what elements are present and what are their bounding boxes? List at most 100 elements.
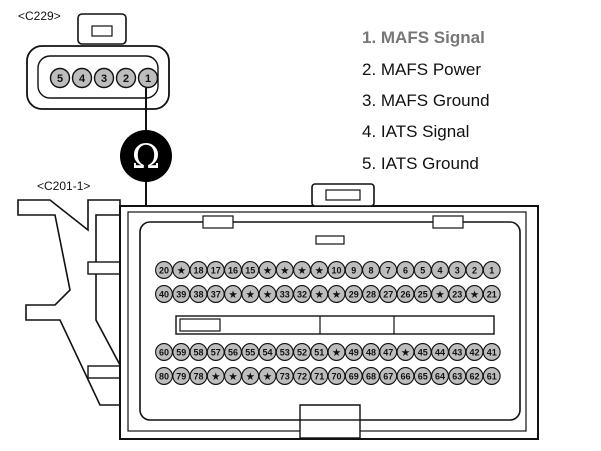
c201-pin-label: 70: [331, 371, 341, 381]
c201-pin-label: ★: [298, 265, 307, 275]
c201-pin-label: 45: [418, 347, 428, 357]
c201-pin-label: 7: [386, 265, 391, 275]
c201-pin-label: ★: [229, 289, 238, 299]
c201-pin-label: ★: [315, 265, 324, 275]
c201-pin-label: ★: [436, 289, 445, 299]
c201-pin-label: ★: [470, 289, 479, 299]
c201-pin-label: 72: [297, 371, 307, 381]
c229-pin-label: 5: [57, 73, 63, 85]
c229-pin-5: [49, 67, 71, 89]
c201-pin-label: 48: [366, 347, 376, 357]
c201-pin-label: 29: [349, 289, 359, 299]
c201-pin-label: 8: [368, 265, 373, 275]
c201-pin-label: 56: [228, 347, 238, 357]
pin-legend: 1. MAFS Signal 2. MAFS Power 3. MAFS Gro…: [362, 28, 490, 173]
legend-item-mafs-ground: 3. MAFS Ground: [362, 91, 490, 110]
c229-pin-3: [93, 67, 115, 89]
c201-pin-label: ★: [229, 371, 238, 381]
c201-pin-label: ★: [263, 289, 272, 299]
c201-pin-label: 2: [472, 265, 477, 275]
c201-pin-label: 3: [455, 265, 460, 275]
c201-pin-label: 37: [211, 289, 221, 299]
c201-pin-label: ★: [246, 371, 255, 381]
c201-pin-label: 32: [297, 289, 307, 299]
c201-pin-label: 79: [176, 371, 186, 381]
c201-pin-label: 68: [366, 371, 376, 381]
c201-pin-label: 49: [349, 347, 359, 357]
c201-pin-label: 28: [366, 289, 376, 299]
legend-item-mafs-signal: 1. MAFS Signal: [362, 28, 485, 47]
c201-pin-label: 5: [420, 265, 425, 275]
c201-pin-label: 71: [314, 371, 324, 381]
c201-pin-label: 41: [487, 347, 497, 357]
c201-pin-label: 53: [280, 347, 290, 357]
c229-pin-2: [115, 67, 137, 89]
c201-pin-label: 73: [280, 371, 290, 381]
c201-label: <C201-1>: [37, 179, 90, 193]
c201-pin-41: [482, 343, 501, 361]
c201-pin-label: 44: [435, 347, 445, 357]
c229-pin-label: 4: [79, 73, 86, 85]
c229-pin-4: [71, 67, 93, 89]
c201-pin-label: 39: [176, 289, 186, 299]
c201-pin-label: 63: [452, 371, 462, 381]
c201-pin-label: ★: [177, 265, 186, 275]
c201-pin-label: 58: [193, 347, 203, 357]
c201-pin-label: 80: [159, 371, 169, 381]
c201-pin-label: 6: [403, 265, 408, 275]
c229-pin-label: 1: [145, 73, 151, 85]
c201-pin-label: 57: [211, 347, 221, 357]
c201-pin-label: 27: [383, 289, 393, 299]
c201-pin-label: 17: [211, 265, 221, 275]
c201-pin-label: 40: [159, 289, 169, 299]
c201-pin-label: 16: [228, 265, 238, 275]
c201-pin-1: [482, 261, 501, 279]
c201-pin-label: 18: [193, 265, 203, 275]
c201-pin-label: 25: [418, 289, 428, 299]
c229-label: <C229>: [18, 9, 61, 23]
c201-pin-label: ★: [212, 371, 221, 381]
c201-pin-label: 52: [297, 347, 307, 357]
c201-pin-label: 61: [487, 371, 497, 381]
c201-pin-label: ★: [281, 265, 290, 275]
c201-pin-label: 1: [489, 265, 494, 275]
c201-pin-label: 23: [452, 289, 462, 299]
c201-pin-label: 65: [418, 371, 428, 381]
c201-pin-label: 54: [262, 347, 272, 357]
c229-pin-label: 3: [101, 73, 107, 85]
c201-pin-label: 62: [469, 371, 479, 381]
c201-pin-label: 66: [400, 371, 410, 381]
c201-pin-label: 20: [159, 265, 169, 275]
c201-pin-label: 67: [383, 371, 393, 381]
c201-pin-label: ★: [263, 371, 272, 381]
c201-pin-label: 51: [314, 347, 324, 357]
c201-pin-label: 33: [280, 289, 290, 299]
c201-pin-label: 60: [159, 347, 169, 357]
c201-pin-label: 42: [469, 347, 479, 357]
c201-pin-label: 15: [245, 265, 255, 275]
c201-pin-label: 43: [452, 347, 462, 357]
legend-item-iats-ground: 5. IATS Ground: [362, 154, 479, 173]
legend-item-iats-signal: 4. IATS Signal: [362, 122, 469, 141]
c229-pin-1: [137, 67, 159, 89]
c201-pin-label: ★: [263, 265, 272, 275]
legend-item-mafs-power: 2. MAFS Power: [362, 60, 481, 79]
c201-pin-label: 47: [383, 347, 393, 357]
c201-pin-label: ★: [332, 289, 341, 299]
ohmmeter-icon: Ω: [120, 130, 172, 182]
c201-pin-label: 10: [331, 265, 341, 275]
c201-pin-label: 9: [351, 265, 356, 275]
c201-pin-21: [482, 285, 501, 303]
c201-pin-label: 26: [400, 289, 410, 299]
c201-pin-label: 59: [176, 347, 186, 357]
c201-pin-61: [482, 367, 501, 385]
c201-pin-label: ★: [246, 289, 255, 299]
c201-pin-label: 78: [193, 371, 203, 381]
ohm-symbol: Ω: [132, 137, 160, 177]
c201-pin-label: 38: [193, 289, 203, 299]
c201-pin-label: ★: [315, 289, 324, 299]
c201-pin-label: 4: [437, 265, 442, 275]
